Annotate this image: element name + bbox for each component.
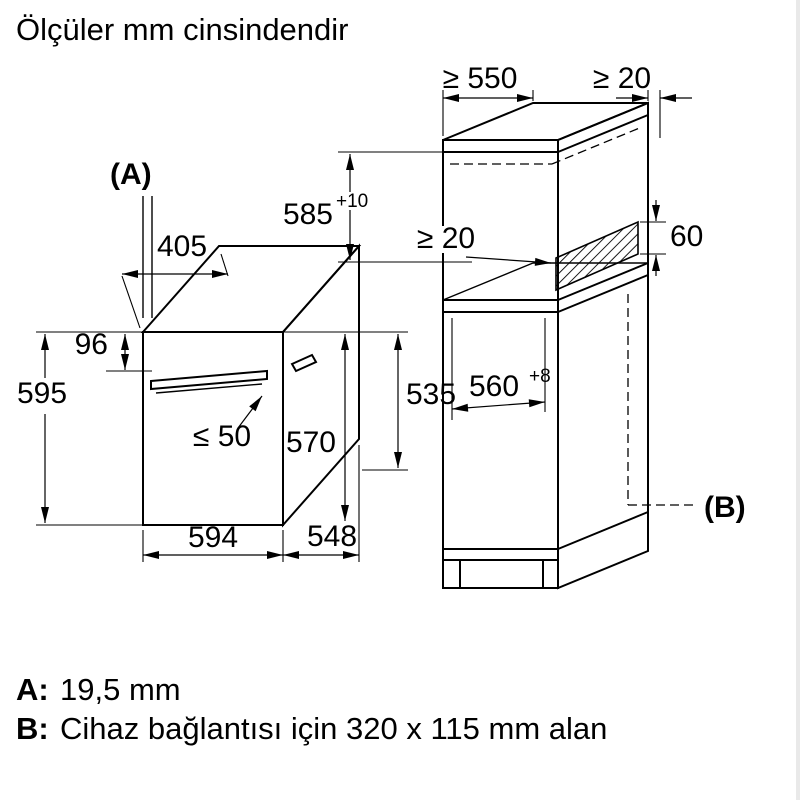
- dim-min20-back-label: ≥ 20: [417, 222, 475, 255]
- note-b-value: Cihaz bağlantısı için 320 x 115 mm alan: [60, 711, 607, 746]
- note-a-value: 19,5 mm: [60, 672, 181, 707]
- detail-label-b: (B): [704, 491, 746, 524]
- note-b-key: B:: [16, 711, 49, 746]
- side-slot: [290, 353, 318, 373]
- dim-560-label: 560: [469, 370, 519, 403]
- footnotes: A: 19,5 mm B: Cihaz bağlantısı için 320 …: [16, 672, 607, 746]
- dim-405-label: 405: [157, 230, 207, 263]
- oven-dimensions: [36, 253, 408, 562]
- dim-min20-top-label: ≥ 20: [593, 62, 651, 95]
- page-title: Ölçüler mm cinsindendir: [16, 12, 349, 47]
- dim-min550-label: ≥ 550: [443, 62, 518, 95]
- dim-585-tolerance: +10: [336, 191, 368, 212]
- dim-60-label: 60: [670, 220, 703, 253]
- dim-535-label: 535: [406, 378, 456, 411]
- cabinet-drawing: [442, 101, 696, 590]
- dim-max50-label: ≤ 50: [193, 420, 251, 453]
- dim-560-tolerance: +8: [529, 366, 551, 387]
- dim-570-label: 570: [286, 426, 336, 459]
- detail-label-a: (A): [110, 158, 152, 191]
- dim-548-label: 548: [307, 520, 357, 553]
- dim-595-label: 595: [17, 377, 67, 410]
- dim-96-label: 96: [75, 328, 108, 361]
- cabinet-dimensions: [334, 90, 692, 420]
- vent-cutout-hatch: [555, 220, 639, 292]
- oven-handle: [150, 369, 268, 391]
- dim-585-label: 585: [283, 198, 333, 231]
- page-edge: [796, 0, 800, 800]
- note-a-key: A:: [16, 672, 49, 707]
- dim-594-label: 594: [188, 521, 238, 554]
